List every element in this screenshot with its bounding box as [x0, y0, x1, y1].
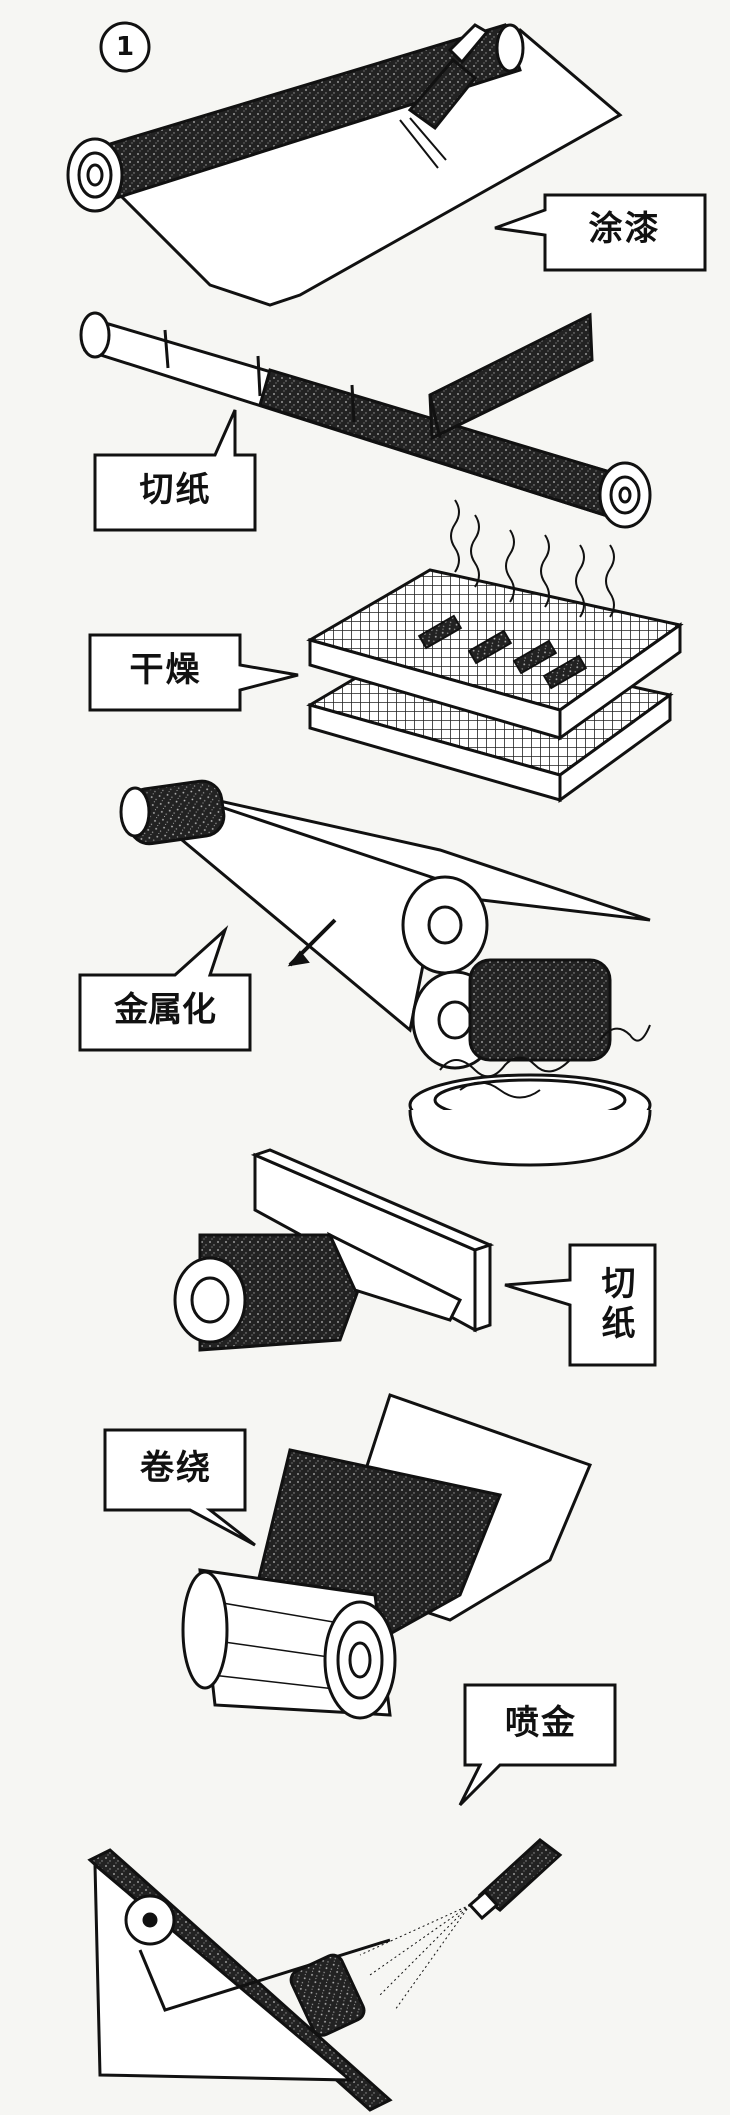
label-metallize: 金属化 [85, 990, 245, 1031]
label-wind: 卷绕 [112, 1448, 240, 1489]
label-coat: 涂漆 [552, 209, 697, 250]
spraying-illustration [87, 1838, 563, 2112]
label-cut-2: 切纸 [590, 1255, 640, 1355]
cutting-blade-illustration [173, 1148, 495, 1352]
label-cut-1: 切纸 [103, 470, 248, 511]
step-number-badge [99, 21, 151, 73]
metallizing-illustration [119, 779, 652, 1167]
step-number: 1 [115, 32, 135, 62]
label-spray: 喷金 [472, 1703, 610, 1744]
label-dry: 干燥 [98, 650, 233, 691]
winding-illustration [181, 1393, 593, 1720]
drying-trays-illustration [306, 499, 684, 803]
cutting-roll-illustration [79, 311, 652, 529]
coating-illustration [66, 23, 623, 307]
